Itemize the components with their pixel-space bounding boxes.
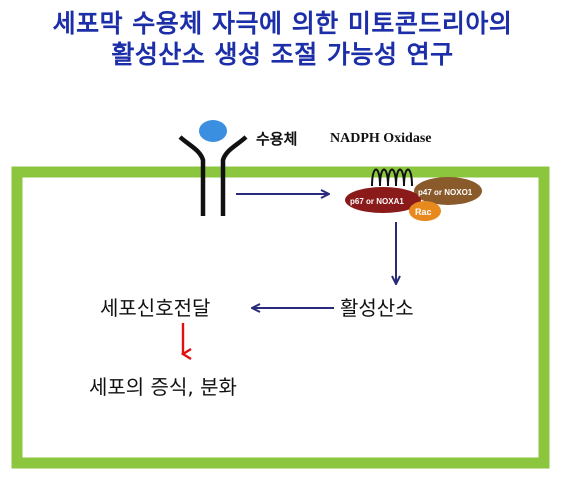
p67-subunit bbox=[345, 187, 421, 213]
nadph-oxidase-label: NADPH Oxidase bbox=[330, 131, 432, 146]
title-line-2: 활성산소 생성 조절 가능성 연구 bbox=[111, 40, 454, 69]
nadph-oxidase-icon: p47 or NOXO1 p67 or NOXA1 Rac bbox=[345, 168, 482, 221]
rac-label: Rac bbox=[415, 207, 432, 217]
p47-label: p47 or NOXO1 bbox=[418, 188, 473, 197]
p67-label: p67 or NOXA1 bbox=[350, 197, 404, 206]
p47-subunit bbox=[414, 177, 482, 205]
ligand-icon bbox=[199, 120, 227, 142]
title-line-1: 세포막 수용체 자극에 의한 미토콘드리아의 bbox=[52, 9, 513, 38]
cell-membrane-box bbox=[11, 166, 550, 469]
ros-label: 활성산소 bbox=[340, 296, 414, 320]
rac-subunit bbox=[409, 201, 441, 221]
receptor-icon bbox=[178, 120, 248, 216]
signaling-label: 세포신호전달 bbox=[100, 296, 211, 320]
receptor-label: 수용체 bbox=[256, 130, 298, 148]
outcome-label: 세포의 증식, 분화 bbox=[89, 375, 237, 399]
